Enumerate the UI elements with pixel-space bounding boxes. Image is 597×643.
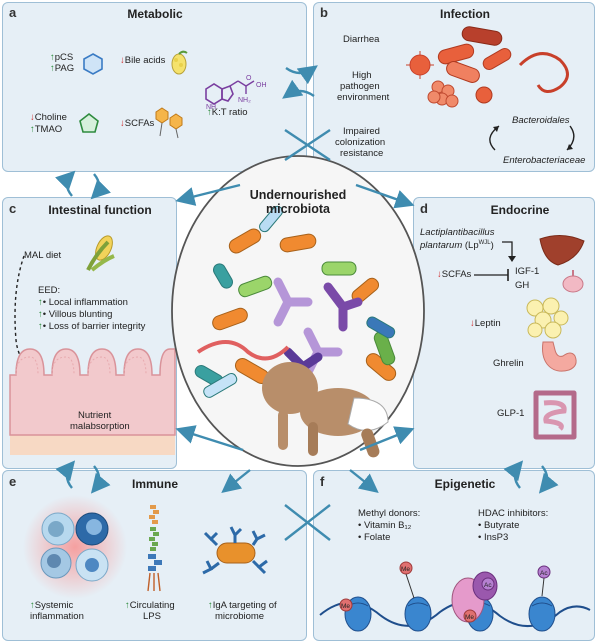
panel-title-epigenetic: Epigenetic <box>434 477 496 491</box>
insp3-label: • InsP3 <box>478 532 509 543</box>
high-pathogen-label-2: pathogen <box>340 81 380 92</box>
panel-label-e: e <box>9 474 17 489</box>
oh-label: OH <box>256 82 267 89</box>
ghrelin-label: Ghrelin <box>493 358 524 369</box>
pcs-label: ↑pCS <box>50 52 74 63</box>
impaired-label-3: resistance <box>340 148 384 159</box>
central-microbiota-oval <box>171 155 425 467</box>
me-label-2: Me <box>401 566 411 573</box>
bile-acids-label: ↓Bile acids <box>120 55 166 66</box>
me-label-3: Me <box>465 614 475 621</box>
panel-title-intestinal: Intestinal function <box>48 203 152 217</box>
inhibit-line-icon <box>474 269 509 281</box>
intestinal-villi-icon <box>9 348 176 455</box>
kt-ratio-label: ↑K:T ratio <box>207 107 248 118</box>
vitamin-b12-label: • Vitamin B₁₂ <box>358 520 412 531</box>
panel-title-endocrine: Endocrine <box>490 203 550 217</box>
panel-title-infection: Infection <box>440 7 490 21</box>
me-label-1: Me <box>341 603 351 610</box>
panel-label-b: b <box>320 5 328 20</box>
choline-label: ↓Choline <box>30 112 67 123</box>
systemic-label: ↑Systemic <box>30 600 74 611</box>
hdac-inhibitors-label: HDAC inhibitors: <box>478 508 549 519</box>
panel-label-a: a <box>9 5 17 20</box>
impaired-label-2: colonization <box>335 137 386 148</box>
gh-label: GH <box>515 280 530 291</box>
lactiplantibacillus-label: Lactiplantibacillus <box>420 227 495 238</box>
iga-targeting-label: ↑IgA targeting of <box>208 600 277 611</box>
tryptophan-structure-icon <box>205 80 255 105</box>
barrier-integrity-label: ↑• Loss of barrier integrity <box>38 321 146 332</box>
igf-label: IGF-1 <box>515 266 540 277</box>
cycle-arrows-icon <box>489 125 575 151</box>
high-pathogen-label-3: environment <box>337 92 390 103</box>
butyrate-label: • Butyrate <box>478 520 520 531</box>
stimulate-arrow-icon <box>502 241 516 262</box>
bacteroidales-label: Bacteroidales <box>512 115 570 126</box>
corn-icon <box>86 235 115 272</box>
folate-label: • Folate <box>358 532 391 543</box>
impaired-label-1: Impaired <box>343 126 380 137</box>
lps-molecule-icon <box>147 505 162 592</box>
o-label: O <box>246 75 252 82</box>
plantarum-label: plantarum (LpWJL) <box>420 240 494 252</box>
scfa-molecule-icon <box>155 107 183 139</box>
iga-bacterium-icon <box>202 526 268 575</box>
glp1-label: GLP-1 <box>497 408 525 419</box>
panel-infection <box>313 2 595 172</box>
panel-label-d: d <box>420 201 428 216</box>
intestine-icon <box>533 390 577 440</box>
malabsorption-label: malabsorption <box>70 421 130 432</box>
panel-label-f: f <box>320 474 325 489</box>
center-title-line-1: Undernourished <box>249 188 347 202</box>
panel-label-c: c <box>9 201 17 216</box>
inflammation-label: inflammation <box>30 611 84 622</box>
pag-label: ↑PAG <box>50 63 75 74</box>
pituitary-icon <box>562 270 584 293</box>
microbiome-label: microbiome <box>215 611 265 622</box>
ac-label-2: Ac <box>540 570 548 577</box>
villous-blunting-label: ↑• Villous blunting <box>38 309 113 320</box>
eed-label: EED: <box>38 285 61 296</box>
high-pathogen-label-1: High <box>352 70 372 81</box>
immune-cells-icon <box>23 495 127 599</box>
lps-label: LPS <box>143 611 161 622</box>
panel-metabolic <box>2 2 307 172</box>
bile-acid-icon <box>171 50 188 75</box>
pentagon-icon <box>79 112 99 133</box>
hexagon-icon <box>83 53 103 75</box>
nh2-label: NH₂ <box>238 97 251 104</box>
stomach-icon <box>542 341 577 372</box>
chromatin-icon <box>319 561 591 632</box>
circulating-label: ↑Circulating <box>125 600 175 611</box>
diarrhea-label: Diarrhea <box>343 34 380 45</box>
liver-icon <box>539 235 585 266</box>
enterobacteriaceae-label: Enterobacteriaceae <box>503 155 586 166</box>
nh-label: NH <box>206 104 217 111</box>
tmao-label: ↑TMAO <box>30 124 63 135</box>
panel-title-immune: Immune <box>131 477 178 491</box>
panel-title-metabolic: Metabolic <box>127 7 183 21</box>
ac-label-1: Ac <box>484 582 492 589</box>
nutrient-label: Nutrient <box>78 410 112 421</box>
local-inflammation-label: ↑• Local inflammation <box>38 297 128 308</box>
center-title-line-2: microbiota <box>266 202 330 216</box>
methyl-donors-label: Methyl donors: <box>358 508 421 519</box>
endocrine-scfas-label: ↓SCFAs <box>437 269 472 280</box>
mal-diet-label: MAL diet <box>24 250 62 261</box>
scfas-label: ↓SCFAs <box>120 118 155 129</box>
pathogen-cluster-icon <box>406 26 569 108</box>
leptin-label: ↓Leptin <box>470 318 501 329</box>
adipose-icon <box>526 297 569 339</box>
